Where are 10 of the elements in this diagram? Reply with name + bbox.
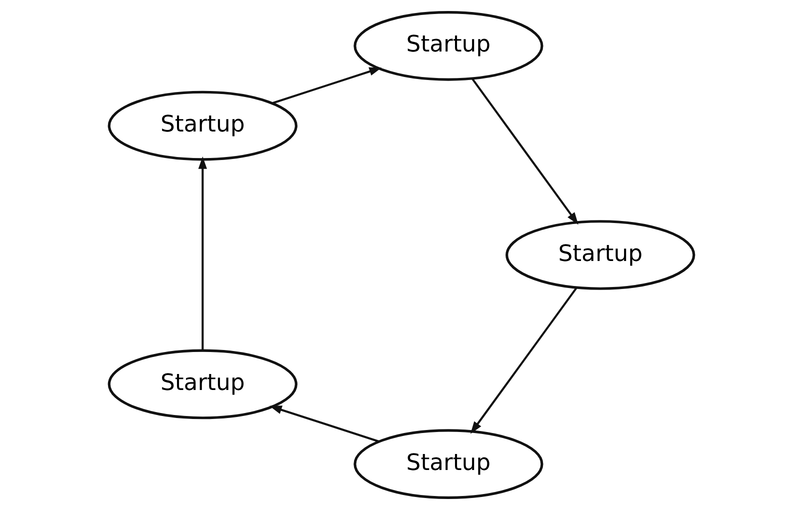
node-ellipse: Startup bbox=[108, 349, 298, 420]
arrow bbox=[471, 78, 578, 225]
node-ellipse: Startup bbox=[354, 10, 544, 81]
node-ellipse: Startup bbox=[506, 220, 696, 290]
arrow bbox=[198, 156, 207, 350]
node-ellipse: Startup bbox=[108, 90, 298, 161]
arrow bbox=[269, 406, 380, 442]
node-ellipse: Startup bbox=[354, 429, 544, 499]
arrow bbox=[272, 67, 382, 104]
arrow bbox=[470, 287, 578, 434]
